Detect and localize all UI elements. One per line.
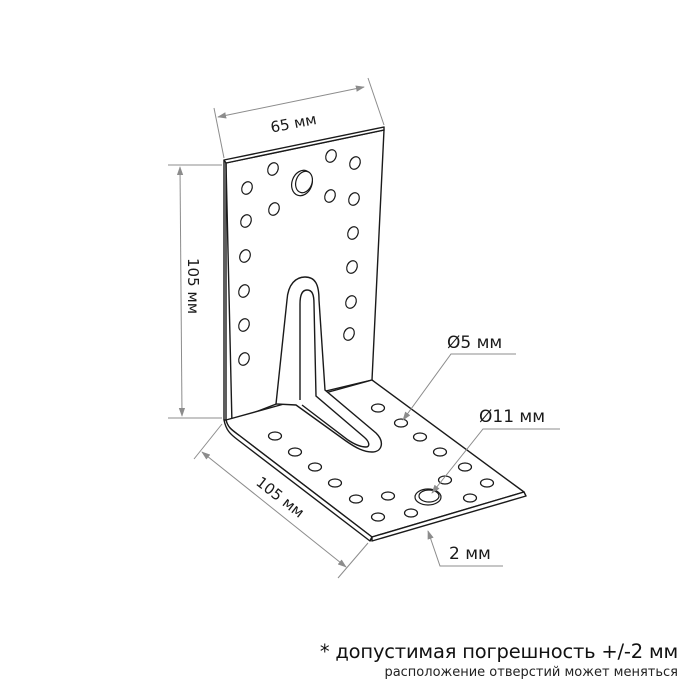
callout-small-hole-label: Ø5 мм: [447, 333, 502, 353]
callout-large-hole-label: Ø11 мм: [479, 407, 545, 427]
callout-large-hole: [431, 428, 560, 494]
stiffening-rib: [275, 276, 383, 453]
holes-disclaimer-note: расположение отверстий может меняться: [384, 665, 678, 680]
dimension-width-top-label: 65 мм: [269, 110, 318, 137]
dimension-width-top: [213, 77, 385, 159]
callout-thickness-label: 2 мм: [449, 544, 491, 564]
dimension-length: [193, 423, 369, 579]
large-hole-vertical: [291, 169, 314, 197]
callout-small-hole: [402, 353, 516, 421]
callout-thickness: [427, 530, 503, 567]
large-hole-base: [414, 488, 442, 506]
tolerance-note: * допустимая погрешность +/-2 мм: [319, 640, 678, 663]
small-holes-vertical: [238, 149, 361, 366]
dimension-height: [168, 164, 222, 419]
dimension-height-label: 105 мм: [184, 258, 202, 314]
vertical-plate-holes: [238, 149, 361, 366]
